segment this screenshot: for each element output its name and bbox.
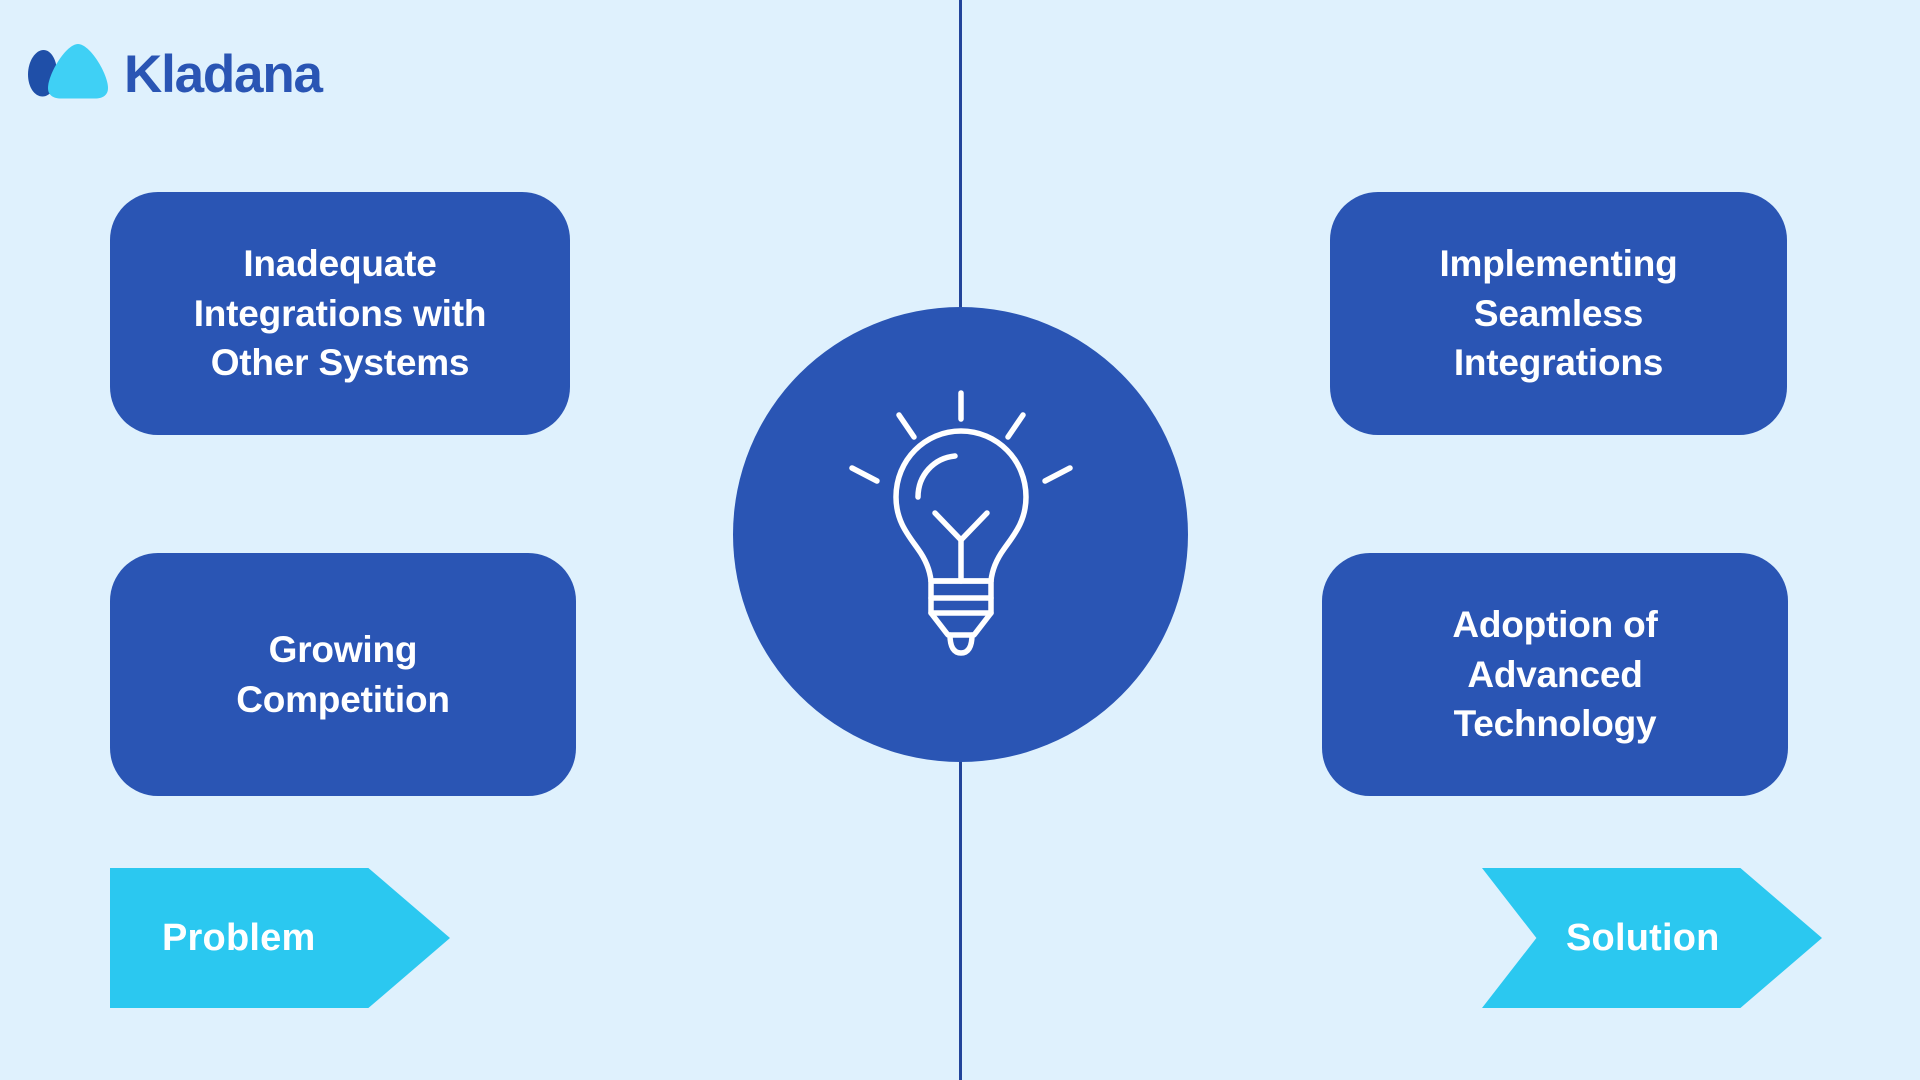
solution-card-2-text: Adoption of Advanced Technology — [1452, 604, 1658, 745]
lightbulb-icon — [836, 385, 1086, 685]
problem-card-2-text: Growing Competition — [236, 628, 450, 720]
solution-card-2[interactable]: Adoption of Advanced Technology — [1322, 553, 1788, 796]
kladana-mountain-logo-icon — [26, 38, 110, 110]
problem-card-1-text: Inadequate Integrations with Other Syste… — [193, 243, 487, 384]
solution-tag-label: Solution — [1566, 916, 1720, 959]
problem-tag[interactable]: Problem — [110, 868, 450, 1008]
brand-logo: Kladana — [26, 38, 323, 110]
problem-tag-label: Problem — [162, 916, 316, 959]
solution-tag[interactable]: Solution — [1482, 868, 1822, 1008]
solution-card-1[interactable]: Implementing Seamless Integrations — [1330, 192, 1787, 435]
center-idea-circle — [733, 307, 1188, 762]
brand-name: Kladana — [124, 44, 323, 104]
problem-card-1[interactable]: Inadequate Integrations with Other Syste… — [110, 192, 570, 435]
problem-card-2[interactable]: Growing Competition — [110, 553, 576, 796]
solution-card-1-text: Implementing Seamless Integrations — [1439, 243, 1678, 384]
